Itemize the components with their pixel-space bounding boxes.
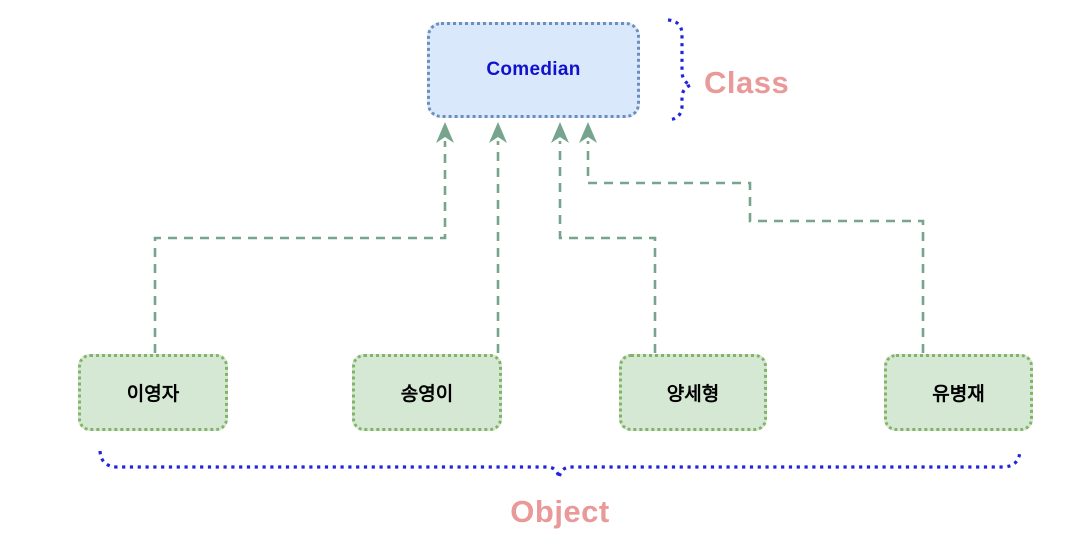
edge-object4-to-class	[579, 122, 925, 353]
object-node-2: 송영이	[352, 354, 502, 431]
edge-line	[558, 141, 657, 353]
object-node-label: 이영자	[126, 384, 180, 405]
class-brace-icon	[667, 18, 697, 122]
class-annotation-label: Class	[704, 65, 790, 100]
object-node-label: 유병재	[932, 384, 985, 405]
object-node-3: 양세형	[619, 354, 767, 431]
edge-line	[153, 141, 447, 353]
edge-object1-to-class	[153, 122, 454, 353]
object-node-1: 이영자	[78, 354, 228, 431]
arrowhead-icon	[436, 122, 454, 143]
object-node-4: 유병재	[884, 354, 1033, 431]
arrowhead-icon	[489, 122, 507, 143]
edge-object2-to-class	[489, 122, 507, 353]
object-node-label: 양세형	[666, 384, 720, 405]
arrowhead-icon	[579, 122, 597, 143]
class-node-comedian: Comedian	[427, 22, 640, 118]
object-brace-icon	[98, 450, 1022, 479]
class-node-label: Comedian	[486, 59, 581, 80]
arrowhead-icon	[551, 122, 569, 143]
object-annotation-label: Object	[510, 494, 610, 529]
object-node-label: 송영이	[400, 384, 454, 405]
edge-line	[586, 141, 925, 353]
edge-object3-to-class	[551, 122, 657, 353]
